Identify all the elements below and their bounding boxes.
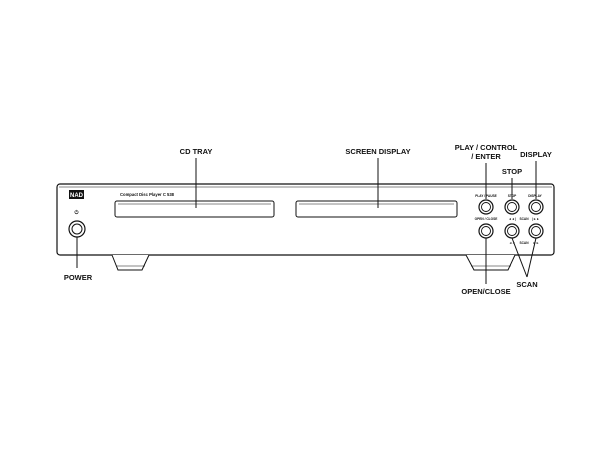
scan-leader-right: [526, 237, 537, 278]
scan-leader-left: [511, 237, 528, 278]
scan-forward-panel-label: ►►: [533, 241, 539, 245]
open-close-panel-label: OPEN / CLOSE: [475, 217, 498, 221]
power-button[interactable]: [68, 220, 86, 238]
brand-logo-text: NAD: [70, 193, 84, 199]
foot-left: [111, 254, 150, 271]
foot-right: [465, 254, 516, 271]
display-callout: DISPLAY: [520, 150, 552, 159]
display-panel-label: DISPLAY: [528, 194, 542, 198]
skip-scan-back-button[interactable]: [504, 223, 520, 239]
scan-panel-label-bottom: SCAN: [519, 241, 529, 245]
scan-callout: SCAN: [516, 280, 537, 289]
stop-button[interactable]: [504, 199, 520, 215]
brand-logo: [69, 190, 84, 199]
skip-forward-panel-label: |►►: [532, 217, 539, 221]
play-control-callout-line2: / ENTER: [471, 152, 501, 161]
model-label: Compact Disc Player C 538: [120, 192, 175, 197]
play-pause-button[interactable]: [478, 199, 494, 215]
skip-back-panel-label: ◄◄|: [508, 217, 515, 221]
screen-display: [295, 200, 458, 218]
scan-back-panel-label: ◄◄: [509, 241, 515, 245]
open-close-button[interactable]: [478, 223, 494, 239]
display-button[interactable]: [528, 199, 544, 215]
cd-tray-callout: CD TRAY: [180, 147, 213, 156]
cd-tray[interactable]: [114, 200, 275, 218]
stop-callout: STOP: [502, 167, 522, 176]
open-close-callout: OPEN/CLOSE: [461, 287, 510, 296]
play-control-callout-line1: PLAY / CONTROL: [455, 143, 518, 152]
power-symbol: ⏻: [75, 210, 79, 216]
scan-panel-label-top: SCAN: [519, 217, 529, 221]
screen-display-callout: SCREEN DISPLAY: [345, 147, 410, 156]
skip-scan-forward-button[interactable]: [528, 223, 544, 239]
power-callout: POWER: [64, 273, 93, 282]
callout-lines: [76, 158, 537, 284]
